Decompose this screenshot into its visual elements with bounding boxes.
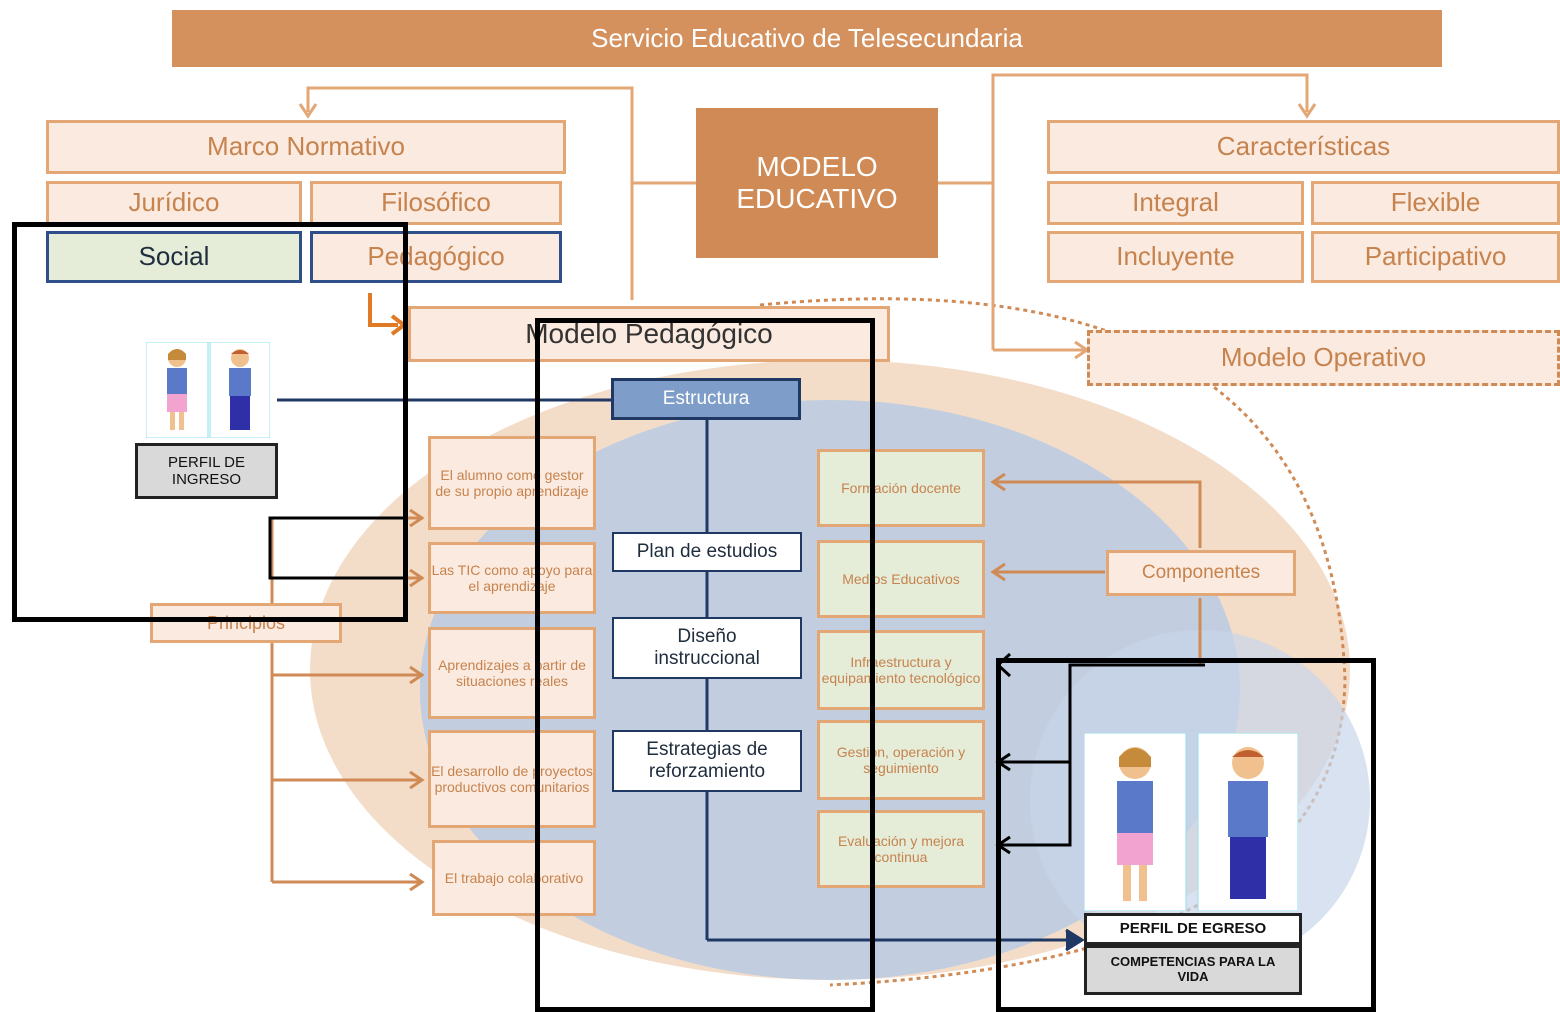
principio-item: El desarrollo de proyectos productivos c… <box>428 730 596 828</box>
componentes-title: Componentes <box>1106 550 1296 596</box>
marco-normativo-title: Marco Normativo <box>46 120 566 174</box>
caracteristica-participativo: Participativo <box>1311 231 1560 283</box>
componente-item: Gestión, operación y seguimiento <box>817 720 985 800</box>
componentes-label: Componentes <box>1141 562 1261 584</box>
highlight-frame-estructura <box>535 318 875 1012</box>
marco-item-pedagogico: Pedagógico <box>310 231 562 283</box>
perfil-ingreso-box: PERFIL DE INGRESO <box>135 443 278 499</box>
componente-label: Gestión, operación y seguimiento <box>836 743 966 776</box>
componente-item: Medios Educativos <box>817 540 985 618</box>
marco-item-juridico: Jurídico <box>46 181 302 225</box>
componente-label: Infraestructura y equipamiento tecnológi… <box>821 653 981 686</box>
marco-item-label: Jurídico <box>128 187 220 218</box>
marco-item-label: Pedagógico <box>367 241 505 272</box>
marco-normativo-label: Marco Normativo <box>207 131 405 162</box>
caracteristica-integral: Integral <box>1047 181 1304 225</box>
principio-label: El desarrollo de proyectos productivos c… <box>431 762 593 795</box>
perfil-ingreso-label: PERFIL DE INGRESO <box>168 453 245 488</box>
highlight-frame-egreso <box>996 658 1376 1012</box>
caracteristicas-title: Características <box>1047 120 1560 174</box>
header-banner: Servicio Educativo de Telesecundaria <box>172 10 1442 67</box>
perfil-egreso-label: PERFIL DE EGRESO <box>1119 920 1267 938</box>
principio-label: Aprendizajes a partir de situaciones rea… <box>438 656 586 689</box>
principio-label: El trabajo colaborativo <box>444 869 584 886</box>
perfil-egreso-sublabel: COMPETENCIAS PARA LA VIDA <box>1110 954 1276 984</box>
estructura-item-label: Diseño instruccional <box>654 626 760 669</box>
caracteristica-label: Incluyente <box>1116 241 1235 272</box>
estructura-item-label: Estrategias de reforzamiento <box>646 739 768 782</box>
componentes-connectors <box>990 472 1202 665</box>
componente-item: Evaluación y mejora continua <box>817 810 985 888</box>
marco-item-label: Filosófico <box>381 187 491 218</box>
caracteristica-label: Flexible <box>1390 187 1481 218</box>
marco-item-label: Social <box>138 241 210 272</box>
connector-marco <box>306 86 634 300</box>
caracteristicas-label: Características <box>1216 131 1391 162</box>
modelo-pedagogico-box: Modelo Pedagógico <box>408 306 890 362</box>
modelo-educativo-line1: MODELO <box>756 150 878 182</box>
estructura-item: Estrategias de reforzamiento <box>612 730 802 792</box>
highlight-frame-social <box>12 222 408 622</box>
principio-item: El trabajo colaborativo <box>432 840 596 916</box>
principio-item: Aprendizajes a partir de situaciones rea… <box>428 627 596 719</box>
perfil-egreso-box: PERFIL DE EGRESO <box>1084 913 1302 945</box>
componente-label: Evaluación y mejora continua <box>837 832 965 865</box>
modelo-operativo-box: Modelo Operativo <box>1087 330 1560 386</box>
modelo-educativo-line2: EDUCATIVO <box>736 183 898 214</box>
students-egreso-icon <box>1084 733 1298 911</box>
modelo-educativo-box: MODELO EDUCATIVO <box>696 108 938 258</box>
caracteristica-label: Integral <box>1132 187 1219 218</box>
caracteristica-flexible: Flexible <box>1311 181 1560 225</box>
estructura-item-label: Plan de estudios <box>636 541 778 563</box>
caracteristica-incluyente: Incluyente <box>1047 231 1304 283</box>
principio-item: Las TIC como apoyo para el aprendizaje <box>428 542 596 614</box>
perfil-egreso-sub-box: COMPETENCIAS PARA LA VIDA <box>1084 945 1302 995</box>
students-ingreso-icon <box>146 342 270 438</box>
marco-item-social: Social <box>46 231 302 283</box>
estructura-label: Estructura <box>662 388 750 410</box>
estructura-title: Estructura <box>611 378 801 420</box>
principio-label: Las TIC como apoyo para el aprendizaje <box>431 561 593 594</box>
estructura-item: Plan de estudios <box>612 532 802 572</box>
connector-social-pedagogico <box>368 293 398 327</box>
principio-item: El alumno como gestor de su propio apren… <box>428 436 596 530</box>
caracteristica-label: Participativo <box>1364 241 1507 272</box>
connector-caracteristicas <box>991 73 1309 350</box>
modelo-pedagogico-label: Modelo Pedagógico <box>525 317 773 349</box>
modelo-operativo-label: Modelo Operativo <box>1220 342 1427 373</box>
componente-item: Infraestructura y equipamiento tecnológi… <box>817 630 985 710</box>
estructura-item: Diseño instruccional <box>612 617 802 679</box>
header-title: Servicio Educativo de Telesecundaria <box>591 22 1023 53</box>
principio-label: El alumno como gestor de su propio apren… <box>435 466 589 499</box>
marco-item-filosofico: Filosófico <box>310 181 562 225</box>
